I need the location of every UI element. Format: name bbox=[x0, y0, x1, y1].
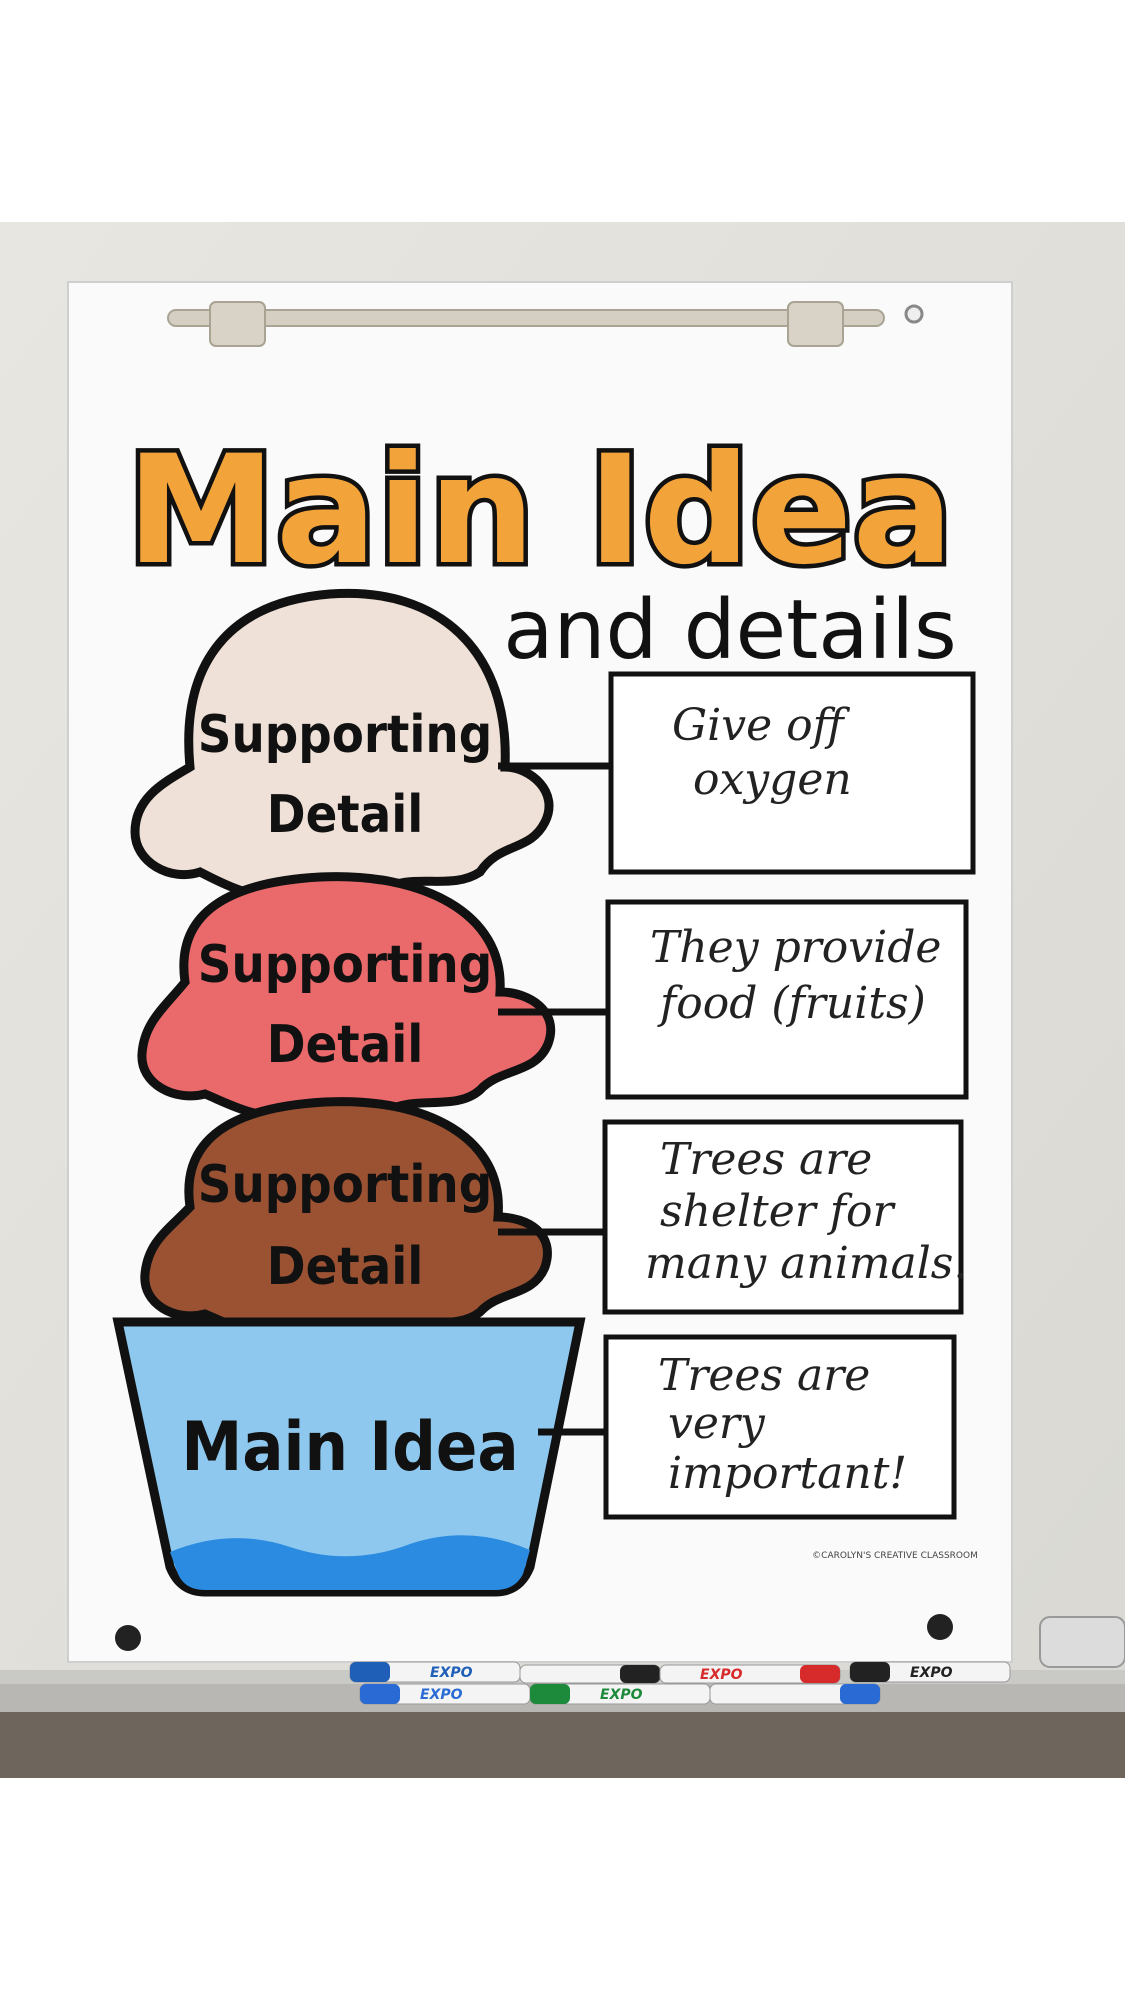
marker-3-brand: EXPO bbox=[910, 1665, 953, 1681]
poster-hanger-rod bbox=[167, 301, 924, 347]
marker-2-brand: EXPO bbox=[700, 1667, 743, 1683]
level-2-label-line2: Detail bbox=[267, 1015, 424, 1075]
note-4-line3: important! bbox=[668, 1448, 907, 1499]
note-4-line2: very bbox=[668, 1398, 766, 1449]
scoop-strawberry bbox=[137, 872, 556, 1123]
marker-5-brand: EXPO bbox=[420, 1687, 463, 1703]
note-2-line2: food (fruits) bbox=[657, 978, 926, 1029]
scoop-vanilla bbox=[130, 588, 554, 905]
marker-red: EXPO bbox=[659, 1664, 841, 1684]
marker-1-brand: EXPO bbox=[430, 1665, 473, 1681]
note-box-4 bbox=[603, 1334, 957, 1520]
classroom-photo: Main Idea and details Supporting Detail … bbox=[0, 222, 1125, 1778]
level-1-label-line2: Detail bbox=[267, 785, 424, 845]
note-box-2 bbox=[605, 899, 969, 1100]
marker-black-top bbox=[519, 1664, 661, 1684]
level-3-label-line1: Supporting bbox=[198, 1155, 492, 1215]
note-3-line3: many animals. bbox=[645, 1238, 967, 1289]
marker-green: EXPO bbox=[529, 1683, 711, 1705]
eraser bbox=[1039, 1616, 1125, 1668]
marker-blue-right bbox=[709, 1683, 881, 1705]
marker-black: EXPO bbox=[849, 1661, 1011, 1683]
marker-blue-top: EXPO bbox=[349, 1661, 521, 1683]
copyright-text: ©CAROLYN'S CREATIVE CLASSROOM bbox=[812, 1551, 978, 1561]
note-2-line1: They provide bbox=[650, 922, 941, 973]
level-3-label-line2: Detail bbox=[267, 1237, 424, 1297]
note-3-line2: shelter for bbox=[660, 1186, 897, 1237]
magnet-right bbox=[927, 1614, 953, 1640]
marker-4-brand: EXPO bbox=[600, 1687, 643, 1703]
cup-wave bbox=[170, 1535, 530, 1590]
note-1-line1: Give off bbox=[672, 700, 851, 751]
main-idea-label: Main Idea bbox=[181, 1408, 518, 1487]
poster-title: Main Idea bbox=[126, 424, 953, 598]
level-1-label-line1: Supporting bbox=[198, 705, 492, 765]
level-2-label-line1: Supporting bbox=[198, 935, 492, 995]
floor bbox=[0, 1712, 1125, 1778]
note-box-3 bbox=[602, 1119, 964, 1315]
note-1-line2: oxygen bbox=[693, 754, 852, 805]
note-4-line1: Trees are bbox=[658, 1350, 870, 1401]
ice-cream-cup bbox=[112, 1317, 586, 1597]
note-3-line1: Trees are bbox=[660, 1134, 872, 1185]
scoop-chocolate bbox=[140, 1097, 552, 1343]
marker-blue-bottom: EXPO bbox=[359, 1683, 531, 1705]
note-box-1 bbox=[608, 671, 976, 875]
poster-subtitle: and details bbox=[503, 583, 957, 678]
magnet-left bbox=[115, 1625, 141, 1651]
